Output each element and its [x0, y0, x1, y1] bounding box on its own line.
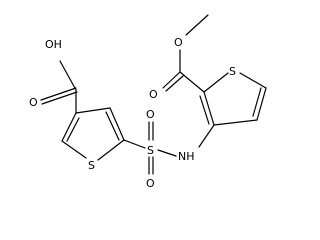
- bonds: [40, 14, 267, 175]
- bond-ring2-c3-c2-a: [203, 91, 215, 126]
- label-thiophene-s-right: S: [229, 65, 236, 78]
- label-ester-ether-o: O: [174, 36, 183, 49]
- bond-ester-c-o-double-b: [165, 75, 184, 92]
- bond-ring1-c5-c4-a: [61, 112, 77, 142]
- label-sulfonyl-s: S: [147, 144, 154, 157]
- molecule-diagram: OH O S S O O NH S O O: [29, 14, 267, 190]
- label-acid-carbonyl-o: O: [29, 96, 38, 109]
- bond-ring2-c3-c2-b: [199, 95, 210, 125]
- bond-ring1-c3-c2: [75, 107, 111, 114]
- bond-ester-o-methyl: [185, 14, 209, 36]
- bond-ring2-s-c5: [239, 72, 267, 89]
- bond-ring1-sulfonyl: [123, 139, 146, 149]
- bond-cooh-c-o-double-b: [41, 91, 78, 105]
- bond-cooh-c-oh: [59, 60, 77, 91]
- bond-ring1-c5-c4-b: [66, 117, 80, 142]
- label-nh: NH: [178, 150, 195, 163]
- label-sulfonyl-o-top: O: [146, 108, 155, 121]
- bond-ring2-c5-c4-a: [256, 87, 267, 121]
- bond-ring1-c2-c1-a: [109, 107, 125, 141]
- bond-sulfonyl-nh: [157, 149, 177, 157]
- bond-ester-c-o-double-a: [162, 71, 181, 89]
- bond-cooh-c-o-double-a: [40, 87, 77, 101]
- bond-ring2-ester-c: [179, 71, 205, 93]
- bond-ring2-c5-c4-b: [252, 87, 262, 117]
- bond-ring2-c4-c3: [213, 119, 258, 126]
- bond-ring1-s-c5: [61, 140, 87, 159]
- bond-ring1-c1-s: [97, 139, 125, 161]
- bond-nh-ring2: [198, 124, 215, 148]
- label-sulfonyl-o-bottom: O: [146, 177, 155, 190]
- label-oh: OH: [45, 38, 62, 51]
- label-thiophene-s-left: S: [88, 159, 95, 172]
- atom-labels: OH O S S O O NH S O O: [29, 36, 236, 190]
- bond-ring2-c2-s: [203, 72, 229, 93]
- label-ester-carbonyl-o: O: [149, 88, 158, 101]
- bond-ring1-c2-c1-b: [105, 111, 120, 141]
